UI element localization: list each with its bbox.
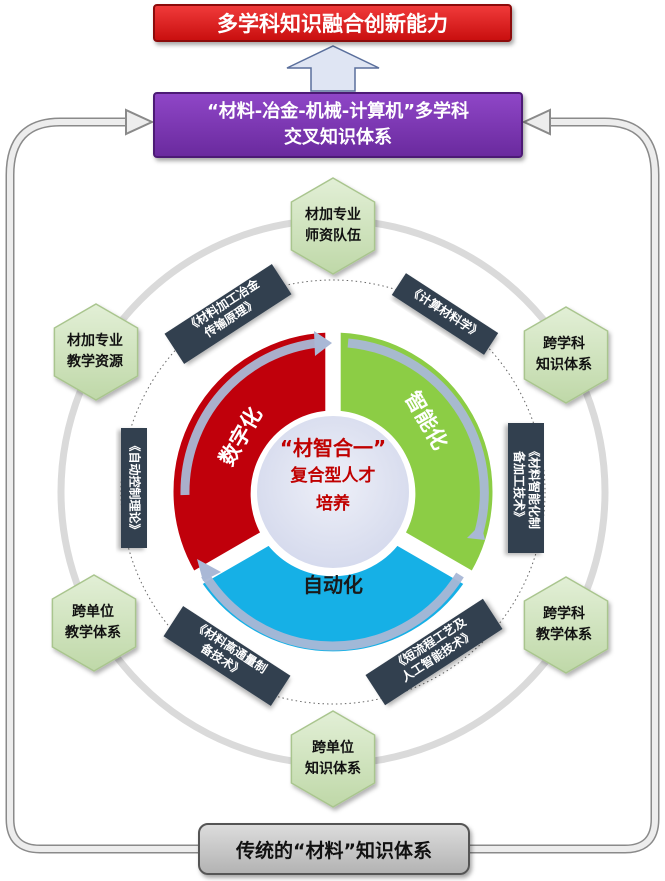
course-tag-lower-left (163, 606, 291, 706)
left-feedback-arrow (5, 108, 205, 854)
course-tag-left (121, 428, 147, 548)
dotted-ring (120, 279, 546, 705)
course-label-right: 《材料智能化制 备加工技术》 (511, 422, 541, 552)
hex-label-upper-right: 跨学科知识体系 (524, 330, 604, 380)
center-line3: 培养 (316, 494, 350, 514)
hex-bottom-line1: 跨单位 (312, 740, 354, 756)
hex-upper-left-line1: 材加专业 (67, 333, 123, 349)
base-system-text: 传统的“材料”知识体系 (236, 839, 432, 862)
course-tag-upper-right (391, 273, 499, 355)
center-line2: 复合型人才 (290, 466, 376, 486)
course-tag-lower-right (365, 598, 503, 706)
center-line1: “材智合一” (279, 436, 387, 460)
hexagon-upper-left (53, 303, 139, 401)
flow-arrowheads (197, 331, 485, 581)
hexagon-group (51, 177, 609, 808)
hex-lower-left-line2: 教学体系 (65, 625, 121, 641)
hex-lower-right-line1: 跨学科 (543, 606, 585, 622)
hex-label-lower-right: 跨学科教学体系 (524, 600, 604, 650)
hex-bottom-line2: 知识体系 (305, 761, 361, 777)
right-feedback-arrow (463, 108, 660, 854)
hexagon-upper-right (523, 306, 609, 404)
hex-top-line2: 师资队伍 (305, 228, 361, 244)
hexagon-top (290, 177, 376, 275)
course-tag-right (508, 423, 544, 553)
hex-lower-left-line1: 跨单位 (72, 604, 114, 620)
center-text: “材智合一” 复合型人才 培养 (263, 434, 403, 518)
hex-label-top: 材加专业师资队伍 (293, 201, 373, 251)
hex-lower-right-line2: 教学体系 (536, 627, 592, 643)
up-arrow (286, 45, 380, 92)
cross-system-box: “材料-冶金-机械-计算机”多学科 交叉知识体系 (153, 92, 523, 158)
goal-text: 多学科知识融合创新能力 (217, 12, 448, 36)
hex-label-upper-left: 材加专业教学资源 (55, 327, 135, 377)
cross-system-line1: “材料-冶金-机械-计算机”多学科 (206, 101, 470, 122)
goal-box: 多学科知识融合创新能力 (153, 4, 512, 42)
flow-arrows (180, 338, 489, 651)
course-tag-group (121, 264, 544, 706)
hexagon-lower-right (523, 576, 609, 674)
course-left-line1: 《自动控制理论》 (127, 439, 142, 536)
hex-upper-left-line2: 教学资源 (67, 354, 123, 370)
hex-upper-right-line2: 知识体系 (536, 357, 592, 373)
hexagon-lower-left (51, 574, 137, 672)
hex-upper-right-line1: 跨学科 (543, 336, 585, 352)
base-system-box: 传统的“材料”知识体系 (198, 823, 470, 875)
hexagon-bottom (290, 710, 376, 808)
cross-system-line2: 交叉知识体系 (283, 127, 392, 148)
center-circle (253, 412, 413, 572)
hex-top-line1: 材加专业 (305, 207, 361, 223)
course-right-line1: 《材料智能化制 (527, 444, 541, 529)
hex-label-bottom: 跨单位知识体系 (293, 734, 373, 784)
course-label-left: 《自动控制理论》 (127, 423, 142, 553)
hex-label-lower-left: 跨单位教学体系 (53, 598, 133, 648)
course-right-line2: 备加工技术》 (512, 450, 526, 523)
course-tag-upper-left (164, 264, 292, 364)
automation-label: 自动化 (303, 573, 363, 597)
